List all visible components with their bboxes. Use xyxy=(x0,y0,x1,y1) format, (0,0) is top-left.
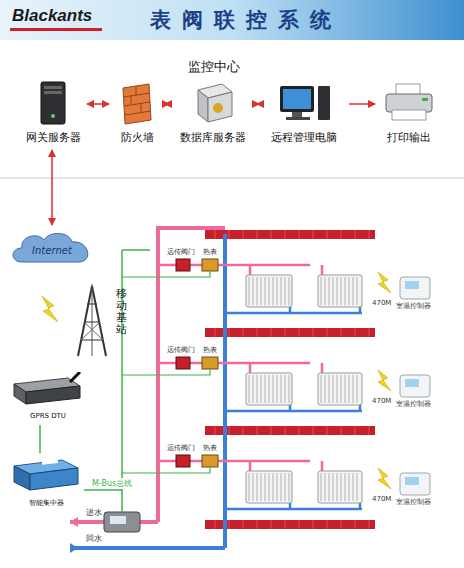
node-label: 智能集中器 xyxy=(8,498,84,508)
device-icon xyxy=(274,80,334,126)
title: 表阀联控系统 xyxy=(150,6,342,34)
device-icon xyxy=(112,80,162,130)
device-node: 数据库服务器 xyxy=(172,80,254,147)
thermostat-label: 室温控制器 xyxy=(396,399,431,409)
header-band xyxy=(0,0,464,40)
meter-label: 热表 xyxy=(203,345,217,355)
node-label: GPRS DTU xyxy=(8,412,88,420)
device-icon xyxy=(8,372,88,412)
valve-label: 远传阀门 xyxy=(167,443,195,453)
valve-label: 远传阀门 xyxy=(167,247,195,257)
device-node: 打印输出 xyxy=(378,80,440,147)
device-node: 智能集中器 xyxy=(8,456,84,510)
device-node: GPRS DTU xyxy=(8,372,88,422)
connector xyxy=(257,103,259,105)
device-icon xyxy=(10,372,86,408)
section-label: 监控中心 xyxy=(188,58,240,76)
device-icon xyxy=(8,456,84,498)
node-label: 打印输出 xyxy=(378,130,440,145)
node-label: 远程管理电脑 xyxy=(262,130,346,145)
device-icon xyxy=(117,80,157,126)
bus-label: M-Bus总线 xyxy=(92,478,132,489)
wireless-bolts xyxy=(42,272,391,489)
device-icon xyxy=(70,282,114,358)
device-icon xyxy=(10,456,82,494)
meter-label: 热表 xyxy=(203,443,217,453)
node-label: Internet xyxy=(8,245,96,256)
connector xyxy=(165,103,169,105)
device-icon xyxy=(22,80,84,130)
device-node: 防火墙 xyxy=(112,80,162,147)
thermostat-label: 室温控制器 xyxy=(396,497,431,507)
connector xyxy=(349,103,375,105)
connector xyxy=(39,425,41,453)
frequency-label: 470M xyxy=(372,495,391,503)
frequency-label: 470M xyxy=(372,299,391,307)
valve-label: 远传阀门 xyxy=(167,345,195,355)
connector xyxy=(51,150,53,225)
device-node: Internet xyxy=(8,228,96,266)
meter-label: 热表 xyxy=(203,247,217,257)
separator xyxy=(0,178,464,179)
device-icon xyxy=(172,80,254,130)
piping xyxy=(70,226,430,553)
node-label: 移动基站 xyxy=(116,288,127,336)
node-label: 数据库服务器 xyxy=(172,130,254,145)
logo-text: Blackants xyxy=(12,6,92,26)
device-icon xyxy=(382,80,436,126)
device-node: 网关服务器 xyxy=(22,80,84,147)
device-icon xyxy=(378,80,440,130)
thermostat-label: 室温控制器 xyxy=(396,301,431,311)
inlet-label: 进水 xyxy=(86,507,102,518)
device-icon xyxy=(262,80,346,130)
outlet-label: 回水 xyxy=(86,533,102,544)
frequency-label: 470M xyxy=(372,397,391,405)
device-icon xyxy=(33,80,73,126)
node-label: 网关服务器 xyxy=(22,130,84,145)
connector xyxy=(87,103,109,105)
logo-underline xyxy=(10,28,102,31)
node-label: 防火墙 xyxy=(112,130,162,145)
device-node: 远程管理电脑 xyxy=(262,80,346,147)
device-node: 移动基站 xyxy=(70,282,134,364)
device-icon xyxy=(188,80,238,126)
